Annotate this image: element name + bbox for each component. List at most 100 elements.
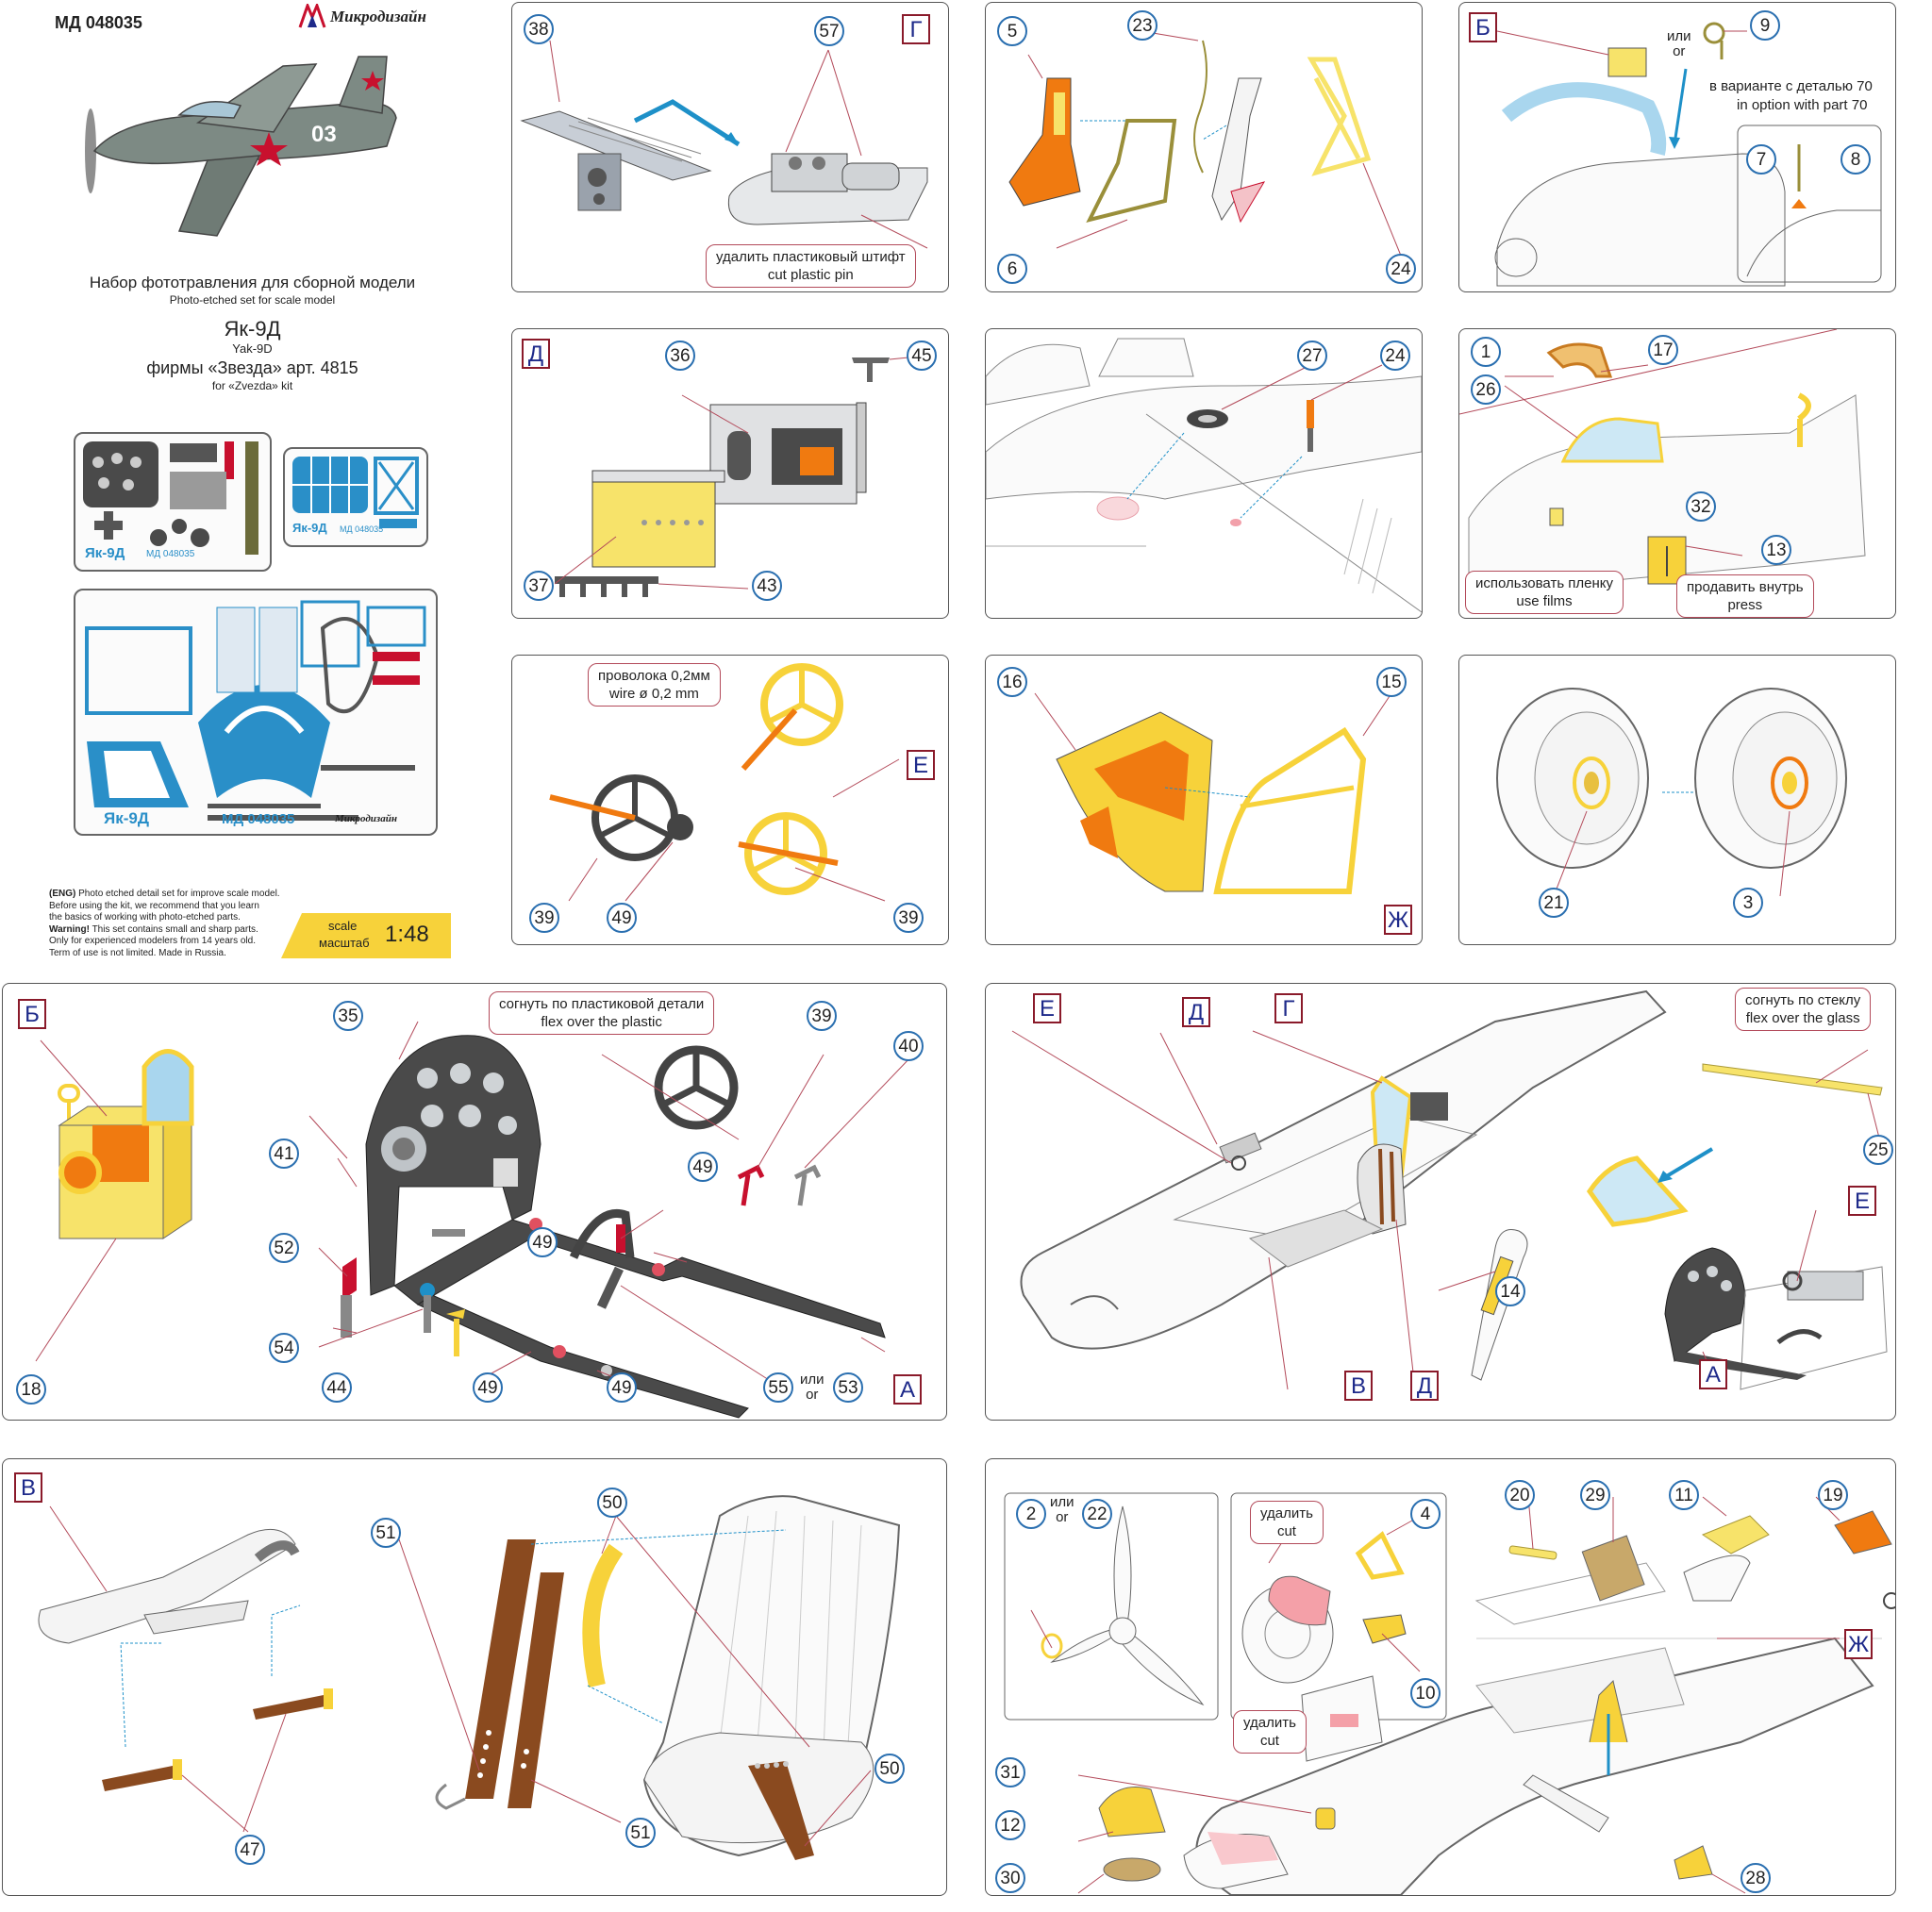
sheet2-label-model: Як-9Д	[292, 521, 327, 535]
step-letter-v-fus: В	[1344, 1371, 1373, 1401]
panel-zh-drawing	[1034, 692, 1392, 894]
callout-47: 47	[235, 1835, 265, 1865]
panel-v-seat-belts: В 51 50 50 51 47	[2, 1458, 947, 1896]
or-ru: или	[1667, 28, 1691, 44]
callout-1: 1	[1471, 337, 1501, 367]
callout-9: 9	[1750, 10, 1780, 41]
callout-49-a: 49	[688, 1152, 718, 1182]
callout-18: 18	[16, 1374, 46, 1405]
pe-sheet-2-drawing	[292, 457, 419, 528]
step-letter-g-fus: Г	[1274, 993, 1303, 1023]
kit-en: for «Zvezda» kit	[211, 379, 293, 392]
callout-4: 4	[1410, 1499, 1441, 1529]
callout-23: 23	[1127, 10, 1158, 41]
callout-30: 30	[995, 1863, 1025, 1893]
callout-39-b: 39	[893, 903, 924, 933]
callout-16: 16	[997, 667, 1027, 697]
callout-51-a: 51	[371, 1518, 401, 1548]
pe-sheet-2: Як-9Д МД 048035	[283, 447, 428, 547]
note-use-films: использовать пленку use films	[1465, 571, 1624, 614]
step-letter-zh-engine: Ж	[1844, 1629, 1874, 1659]
panel-zh-frames: 16 15 Ж	[985, 655, 1423, 945]
panel-seat-frame: 5 23 6 24	[985, 2, 1423, 292]
disclaimer-warning: Warning!	[49, 923, 90, 935]
callout-50-b: 50	[874, 1754, 905, 1784]
panel-engine-drawing	[1004, 1492, 1895, 1895]
note-flex-glass-ru: согнуть по стеклу	[1745, 992, 1861, 1008]
callout-10: 10	[1410, 1678, 1441, 1708]
panel-d-panel-parts: Д 36 45 37 43	[511, 328, 949, 619]
kit-ru: фирмы «Звезда» арт. 4815	[146, 358, 358, 377]
callout-26: 26	[1471, 374, 1501, 405]
disclaimer-line6: Term of use is not limited. Made in Russ…	[49, 947, 226, 958]
option-ru: в варианте с деталью 70	[1709, 78, 1873, 94]
note-press: продавить внутрь press	[1676, 574, 1814, 618]
note-flex-plastic-ru: согнуть по пластиковой детали	[499, 996, 705, 1012]
or-en-3: or	[1056, 1509, 1069, 1525]
note-cut-plastic-pin-en: cut plastic pin	[767, 267, 854, 283]
disclaimer-lead: (ENG)	[49, 889, 76, 899]
panel-v-drawing	[38, 1495, 901, 1860]
panel-seat-frame-drawing	[1008, 30, 1402, 257]
callout-12: 12	[995, 1810, 1025, 1840]
model-en: Yak-9D	[232, 341, 273, 356]
brand-logo	[298, 1, 326, 28]
callout-54: 54	[269, 1333, 299, 1363]
aircraft-illustration: 03	[85, 56, 397, 237]
panel-e-handwheels: проволока 0,2мм wire ø 0,2 mm Е 39 49 39	[511, 655, 949, 945]
callout-37: 37	[524, 571, 554, 601]
callout-2: 2	[1016, 1499, 1046, 1529]
callout-27: 27	[1297, 341, 1327, 371]
note-flex-glass-en: flex over the glass	[1745, 1010, 1860, 1026]
brand-logo-icon	[298, 1, 326, 28]
callout-51-b: 51	[625, 1818, 656, 1848]
step-letter-g: Г	[902, 14, 930, 44]
callout-32: 32	[1686, 491, 1716, 522]
panel-wing: 27 24	[985, 328, 1423, 619]
panel-wheels: 21 3	[1458, 655, 1896, 945]
scale-value: 1:48	[385, 922, 429, 947]
step-letter-e-fus: Е	[1033, 993, 1061, 1023]
note-cut-a-en: cut	[1276, 1523, 1296, 1539]
scale-label-ru: масштаб	[319, 936, 370, 950]
step-letter-zh: Ж	[1384, 905, 1413, 935]
note-cut-plastic-pin-ru: удалить пластиковый штифт	[716, 249, 906, 265]
callout-11: 11	[1669, 1480, 1699, 1510]
step-letter-e2-fus: Е	[1848, 1186, 1876, 1216]
disclaimer-line3: the basics of working with photo-etched …	[49, 912, 241, 923]
callout-39-a: 39	[529, 903, 559, 933]
panel-cockpit-instrument: Б 35 согнуть по пластиковой детали flex …	[2, 983, 947, 1421]
note-flex-plastic-en: flex over the plastic	[541, 1014, 662, 1030]
step-letter-d2-fus: Д	[1410, 1371, 1439, 1401]
title-en: Photo-etched set for scale model	[169, 293, 336, 307]
note-cut-b: удалить cut	[1233, 1710, 1307, 1754]
pe-sheet-3: Як-9Д МД 048035 Микродизайн	[74, 589, 438, 836]
brand-name: Микродизайн	[330, 8, 426, 25]
note-flex-plastic: согнуть по пластиковой детали flex over …	[489, 991, 715, 1035]
callout-3: 3	[1733, 888, 1763, 918]
callout-15: 15	[1376, 667, 1407, 697]
callout-20: 20	[1505, 1480, 1535, 1510]
panel-canopy: 1 17 26 32 13 использовать пленку use fi…	[1458, 328, 1896, 619]
sheet3-label-code: МД 048035	[222, 811, 295, 827]
callout-39-cockpit: 39	[807, 1001, 837, 1031]
step-letter-d-fus: Д	[1182, 997, 1210, 1027]
callout-17: 17	[1648, 335, 1678, 365]
callout-24-wing: 24	[1380, 341, 1410, 371]
step-letter-b-top: Б	[1469, 12, 1497, 42]
or-en-2: or	[806, 1387, 819, 1403]
callout-49-d: 49	[607, 1372, 637, 1403]
step-letter-e: Е	[907, 750, 935, 780]
callout-45: 45	[907, 341, 937, 371]
scale-badge-shape	[281, 913, 451, 958]
note-wire: проволока 0,2мм wire ø 0,2 mm	[588, 663, 721, 707]
model-ru: Як-9Д	[224, 317, 281, 341]
callout-41: 41	[269, 1139, 299, 1169]
step-letter-a-fus: А	[1699, 1359, 1727, 1389]
callout-29: 29	[1580, 1480, 1610, 1510]
callout-50-a: 50	[597, 1488, 627, 1518]
callout-7: 7	[1746, 144, 1776, 175]
